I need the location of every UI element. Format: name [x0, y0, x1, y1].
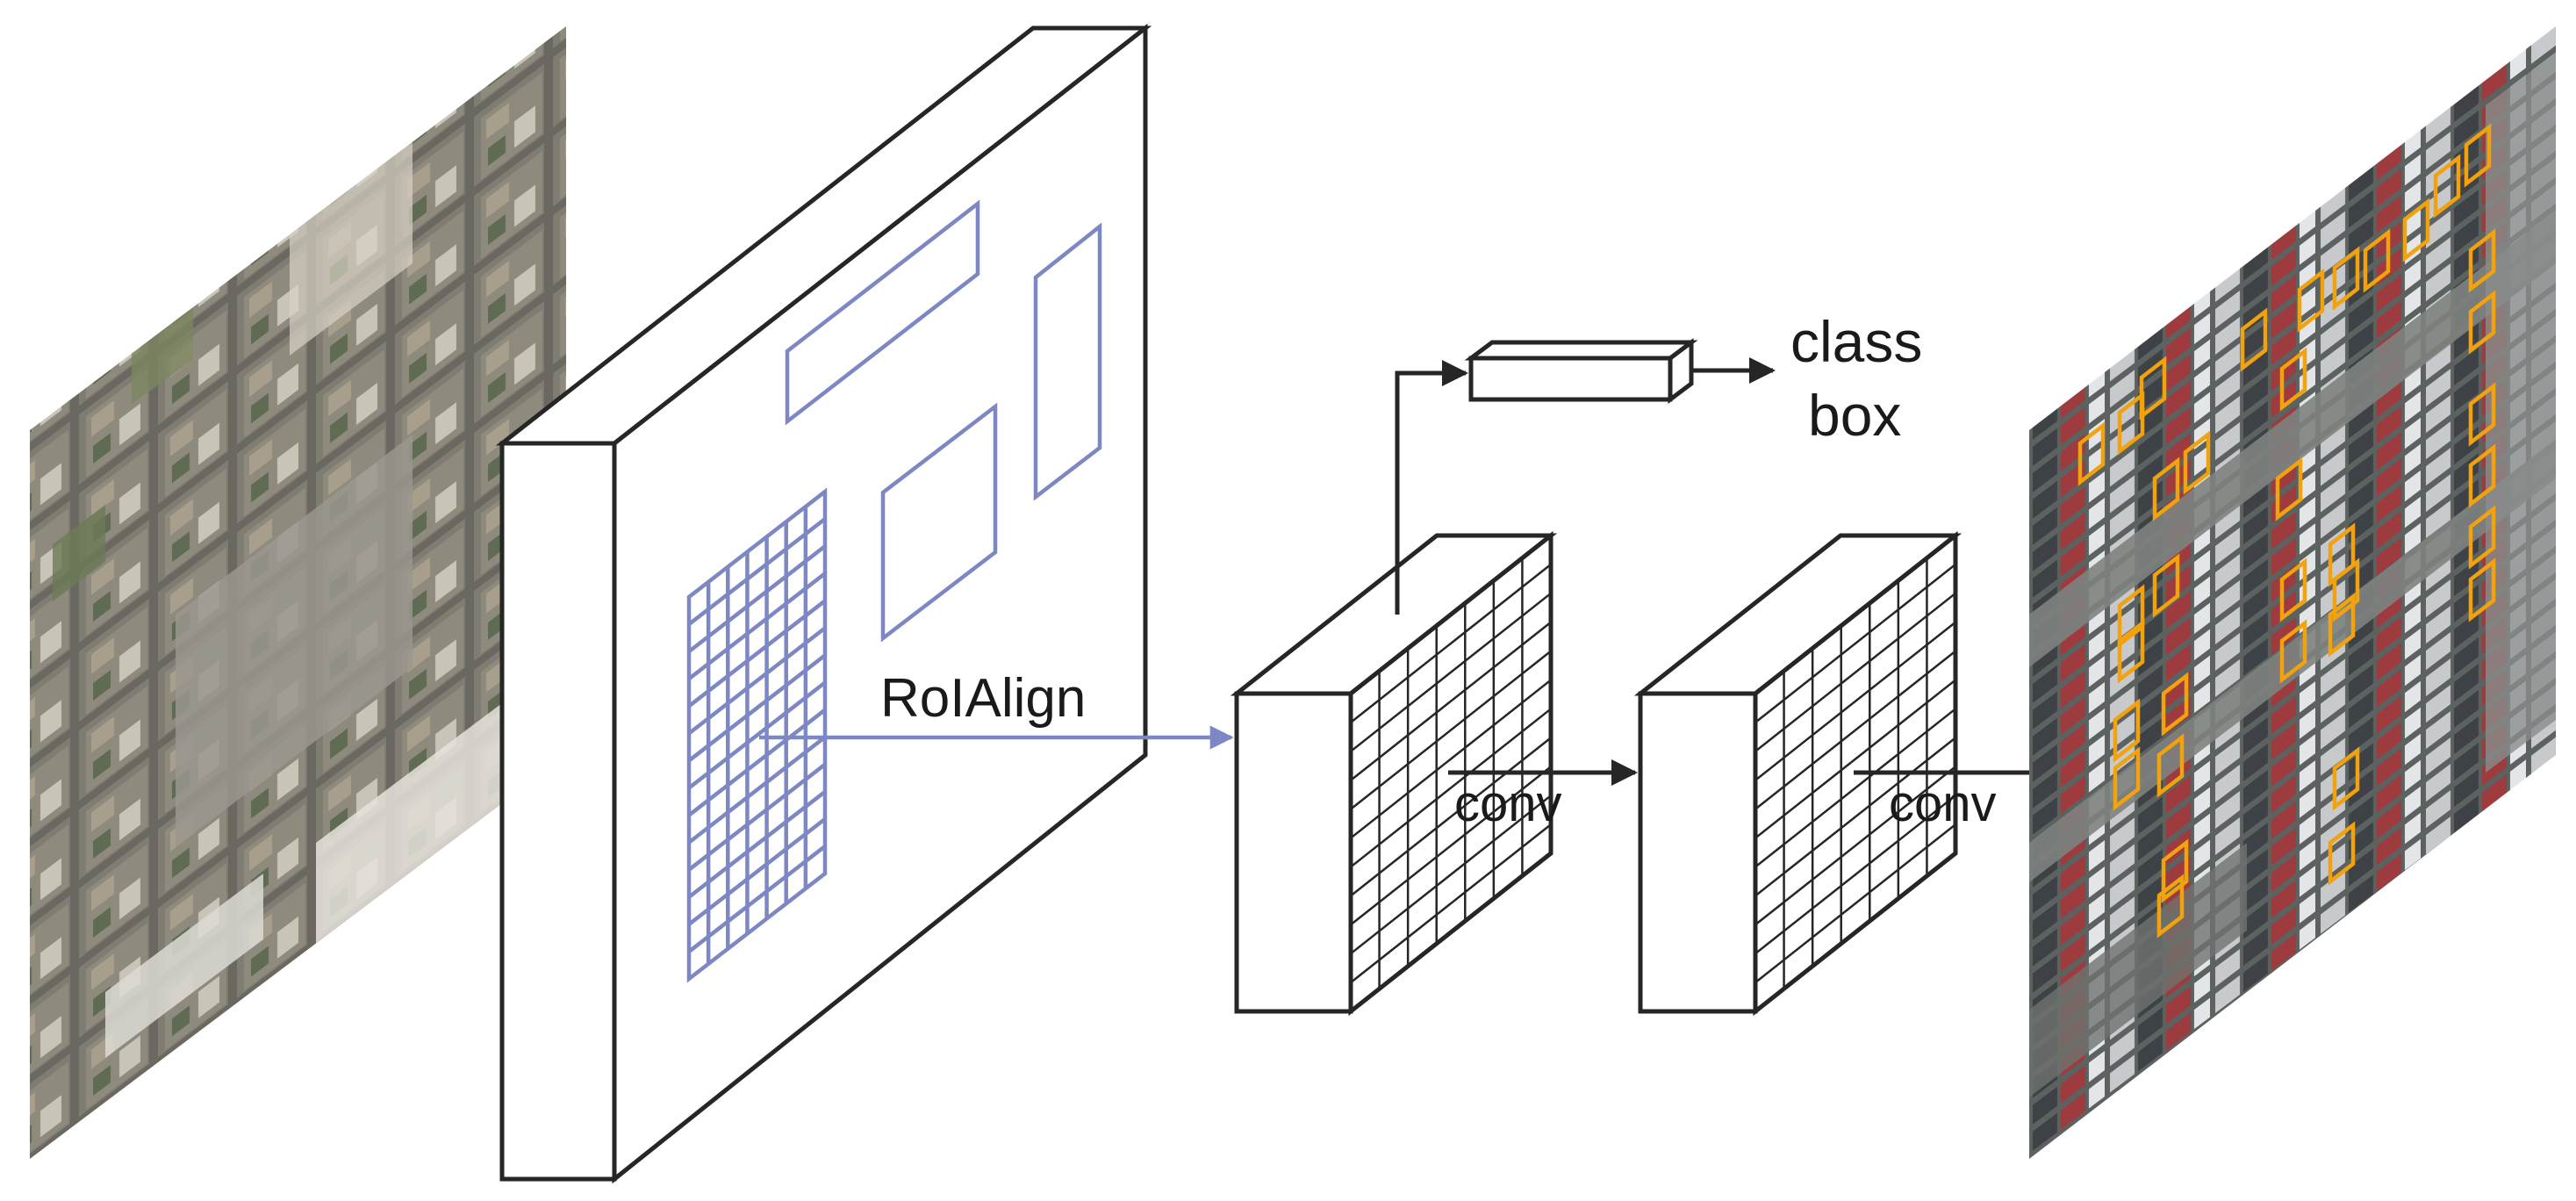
detection-box: [2113, 746, 2141, 811]
detection-box: [2468, 557, 2496, 622]
detection-box: [2275, 457, 2303, 521]
conv-grid-line: [1754, 621, 1956, 781]
conv-grid-line: [1350, 621, 1552, 781]
roi-grid-line: [687, 680, 827, 790]
box-label: box: [1808, 383, 1901, 448]
detection-box: [2117, 391, 2145, 456]
detection-box: [2156, 733, 2185, 798]
detection-box: [2113, 698, 2141, 763]
conv-grid-line: [1350, 823, 1552, 984]
conv-grid-line: [1754, 679, 1956, 839]
output-parking-image: [2029, 26, 2556, 1159]
detection-box: [2156, 874, 2185, 939]
roi-grid-line: [687, 653, 827, 763]
feature-map-front-face: [499, 441, 617, 1182]
detection-box: [2328, 821, 2356, 886]
conv-grid-line: [1754, 563, 1956, 723]
conv-grid-line: [1350, 737, 1552, 897]
detection-box: [2279, 619, 2307, 684]
detection-box: [2161, 672, 2189, 737]
roi-grid-line: [687, 626, 827, 736]
detection-box: [2363, 228, 2391, 293]
detection-box: [2468, 505, 2496, 570]
roi-proposals: [686, 199, 1102, 983]
conv-grid-line: [1754, 737, 1956, 897]
conv-block-2-front: [1638, 691, 1758, 1014]
detection-box: [2433, 154, 2461, 219]
conv-grid-line: [1754, 823, 1956, 984]
detection-box: [2139, 356, 2167, 421]
roi-box: [880, 402, 998, 643]
conv-grid-line: [1754, 592, 1956, 752]
detection-box: [2240, 307, 2268, 372]
detection-box: [2402, 198, 2430, 262]
input-aerial-image: [30, 26, 566, 1159]
detection-box: [2468, 290, 2496, 355]
conv-grid-line: [1350, 563, 1552, 723]
detection-box: [2332, 557, 2360, 622]
conv-grid-line: [1754, 795, 1956, 955]
conv-label-2: conv: [1889, 775, 1997, 832]
detection-box: [2468, 382, 2496, 447]
detection-boxes: [2077, 123, 2496, 939]
conv-block-1: [1230, 530, 1558, 1017]
roi-grid-line: [687, 572, 827, 680]
detection-box: [2279, 347, 2307, 412]
conv-grid-line: [1754, 708, 1956, 868]
conv-grid-line: [1754, 766, 1956, 926]
class-label: class: [1790, 309, 1922, 374]
detection-box: [2117, 619, 2145, 684]
roi-grid-line: [687, 544, 827, 653]
fc-layer-block: [1464, 338, 1698, 404]
roi-grid-line: [687, 599, 827, 708]
detection-box: [2297, 268, 2325, 333]
detection-box: [2077, 421, 2106, 486]
detection-box: [2183, 430, 2211, 495]
detection-box: [2152, 553, 2180, 618]
detection-box: [2152, 457, 2180, 521]
roi-grid-line: [687, 845, 827, 953]
roi-grid-line: [687, 735, 827, 845]
detection-box: [2464, 123, 2492, 188]
roi-grid-line: [687, 790, 827, 899]
roialign-label: RoIAlign: [880, 668, 1086, 729]
roi-grid-line: [687, 817, 827, 926]
roi-box: [1033, 222, 1102, 501]
conv-block-1-front: [1234, 691, 1353, 1014]
detection-box: [2279, 557, 2307, 622]
conv-grid-line: [1754, 650, 1956, 810]
roi-grid-line: [687, 517, 827, 626]
conv-block-2-grid: [1754, 557, 1956, 989]
roi-grid-line: [687, 762, 827, 872]
roi-box: [785, 199, 980, 426]
conv-grid-line: [1350, 679, 1552, 839]
conv-block-1-grid: [1350, 557, 1552, 989]
detection-box: [2468, 228, 2496, 293]
conv-label-1: conv: [1454, 775, 1562, 832]
roi-grid: [686, 487, 828, 983]
conv-grid-line: [1350, 592, 1552, 752]
head-branch-arrow: [1395, 360, 1468, 615]
conv-grid-line: [1350, 766, 1552, 926]
detection-box: [2468, 443, 2496, 508]
detection-box: [2332, 746, 2360, 811]
detection-box: [2161, 838, 2189, 903]
conv-grid-line: [1350, 650, 1552, 810]
detection-box: [2332, 246, 2360, 311]
roi-grid-line: [687, 708, 827, 817]
detection-box: [2328, 593, 2356, 658]
conv-grid-line: [1350, 795, 1552, 955]
conv-grid-line: [1350, 708, 1552, 868]
